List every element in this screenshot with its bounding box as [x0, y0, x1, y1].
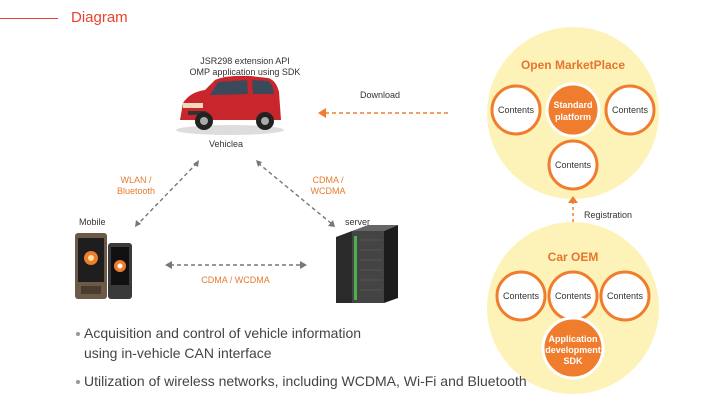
oem-left-circle — [495, 270, 547, 322]
marketplace-right-circle — [604, 84, 656, 136]
download-arrowhead — [318, 108, 326, 118]
marketplace-bottom-text: Contents — [554, 160, 592, 170]
wlan-label-line-2: Bluetooth — [116, 186, 156, 196]
cdma-top-connector — [257, 162, 333, 225]
bullet-1-line-1: Acquisition and control of vehicle infor… — [84, 325, 362, 341]
oem-right-circle — [599, 270, 651, 322]
arrowhead — [135, 220, 141, 227]
arrowhead — [328, 220, 335, 227]
sdk-text: Application development SDK — [541, 334, 605, 367]
api-description: JSR298 extension API OMP application usi… — [160, 56, 330, 78]
standard-platform-circle — [545, 82, 601, 138]
marketplace-left-text: Contents — [497, 105, 535, 115]
cdma-top-label-line-2: WCDMA — [310, 186, 346, 196]
arrowhead — [300, 261, 307, 269]
standard-platform-line-2: platform — [555, 112, 591, 122]
header-rule — [0, 18, 58, 19]
bullet-2: Utilization of wireless networks, includ… — [84, 373, 527, 389]
api-line-1: JSR298 extension API — [200, 56, 290, 66]
cdma-top-label: CDMA / WCDMA — [298, 175, 358, 197]
arrowhead — [165, 261, 172, 269]
oem-left-text: Contents — [502, 291, 540, 301]
bullet-1: Acquisition and control of vehicle infor… — [84, 323, 361, 363]
bullet-dot — [76, 332, 80, 336]
cdma-bottom-label: CDMA / WCDMA — [201, 275, 270, 285]
oem-center-text: Contents — [554, 291, 592, 301]
marketplace-right-text: Contents — [611, 105, 649, 115]
vehicle-label: Vehiclea — [209, 139, 244, 149]
arrowhead — [193, 160, 199, 167]
marketplace-title: Open MarketPlace — [520, 58, 626, 72]
bullet-1-line-2: using in-vehicle CAN interface — [84, 345, 272, 361]
wlan-label-line-1: WLAN / — [120, 175, 152, 185]
cdma-top-label-line-1: CDMA / — [312, 175, 344, 185]
bullet-dot — [76, 380, 80, 384]
download-label: Download — [360, 90, 401, 100]
server-label: server — [345, 217, 371, 227]
sdk-line-1: Application — [548, 334, 598, 344]
oem-right-text: Contents — [606, 291, 644, 301]
mobile-phone-icon — [75, 233, 132, 299]
page-title: Diagram — [71, 9, 128, 26]
arrowhead — [256, 160, 262, 167]
registration-label: Registration — [584, 210, 633, 220]
marketplace-left-circle — [490, 84, 542, 136]
sdk-circle — [541, 316, 605, 380]
mobile-label: Mobile — [79, 217, 106, 227]
registration-arrowhead — [568, 196, 578, 203]
standard-platform-text: Standard platform — [547, 99, 599, 123]
standard-platform-line-1: Standard — [553, 100, 593, 110]
wlan-label: WLAN / Bluetooth — [106, 175, 166, 197]
car-icon — [176, 75, 284, 135]
wlan-connector — [137, 162, 198, 225]
oem-title: Car OEM — [547, 250, 599, 264]
server-icon — [336, 225, 398, 303]
sdk-line-3: SDK — [563, 356, 583, 366]
api-line-2: OMP application using SDK — [189, 67, 301, 77]
sdk-line-2: development — [545, 345, 601, 355]
marketplace-bottom-circle — [547, 139, 599, 191]
